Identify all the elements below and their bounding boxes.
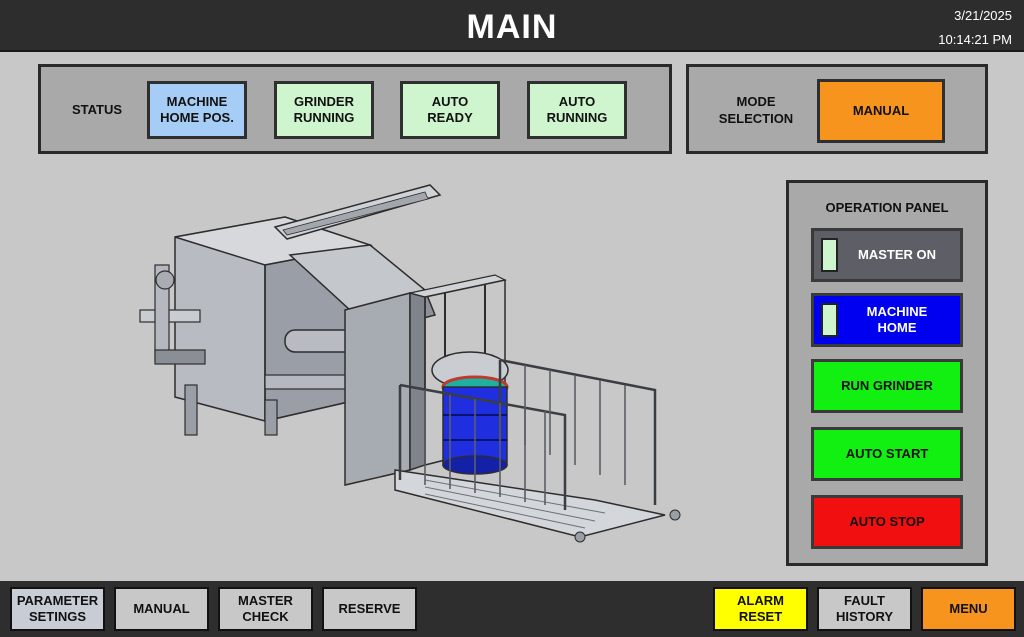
master-check-button[interactable]: MASTER CHECK <box>218 587 313 631</box>
page-title: MAIN <box>466 8 558 46</box>
date-display: 3/21/2025 <box>954 8 1012 23</box>
machine-home-lamp <box>821 303 838 337</box>
master-on-label: MASTER ON <box>858 247 936 262</box>
manual-mode-button[interactable]: MANUAL <box>817 79 945 143</box>
auto-running-indicator: AUTO RUNNING <box>527 81 627 139</box>
machine-home-button[interactable]: MACHINE HOME <box>811 293 963 347</box>
menu-button[interactable]: MENU <box>921 587 1016 631</box>
master-on-lamp <box>821 238 838 272</box>
auto-start-button[interactable]: AUTO START <box>811 427 963 481</box>
master-on-button[interactable]: MASTER ON <box>811 228 963 282</box>
status-panel: STATUS MACHINE HOME POS. GRINDER RUNNING… <box>38 64 672 154</box>
fault-history-button[interactable]: FAULT HISTORY <box>817 587 912 631</box>
mode-selection-label: MODE SELECTION <box>718 94 794 126</box>
time-display: 10:14:21 PM <box>938 32 1012 47</box>
machine-home-label: MACHINE HOME <box>866 304 928 335</box>
parameter-settings-button[interactable]: PARAMETER SETINGS <box>10 587 105 631</box>
auto-stop-button[interactable]: AUTO STOP <box>811 495 963 549</box>
footer-bar: PARAMETER SETINGS MANUAL MASTER CHECK RE… <box>0 581 1024 637</box>
auto-ready-indicator: AUTO READY <box>400 81 500 139</box>
operation-panel-title: OPERATION PANEL <box>825 200 949 215</box>
machine-home-pos-indicator: MACHINE HOME POS. <box>147 81 247 139</box>
status-label: STATUS <box>71 102 123 117</box>
header-bar: MAIN 3/21/2025 10:14:21 PM <box>0 0 1024 52</box>
operation-panel: OPERATION PANEL MASTER ON MACHINE HOME R… <box>786 180 988 566</box>
reserve-button[interactable]: RESERVE <box>322 587 417 631</box>
grinder-machine-illustration <box>139 184 681 543</box>
alarm-reset-button[interactable]: ALARM RESET <box>713 587 808 631</box>
manual-nav-button[interactable]: MANUAL <box>114 587 209 631</box>
grinder-running-indicator: GRINDER RUNNING <box>274 81 374 139</box>
run-grinder-button[interactable]: RUN GRINDER <box>811 359 963 413</box>
mode-selection-panel: MODE SELECTION MANUAL <box>686 64 988 154</box>
